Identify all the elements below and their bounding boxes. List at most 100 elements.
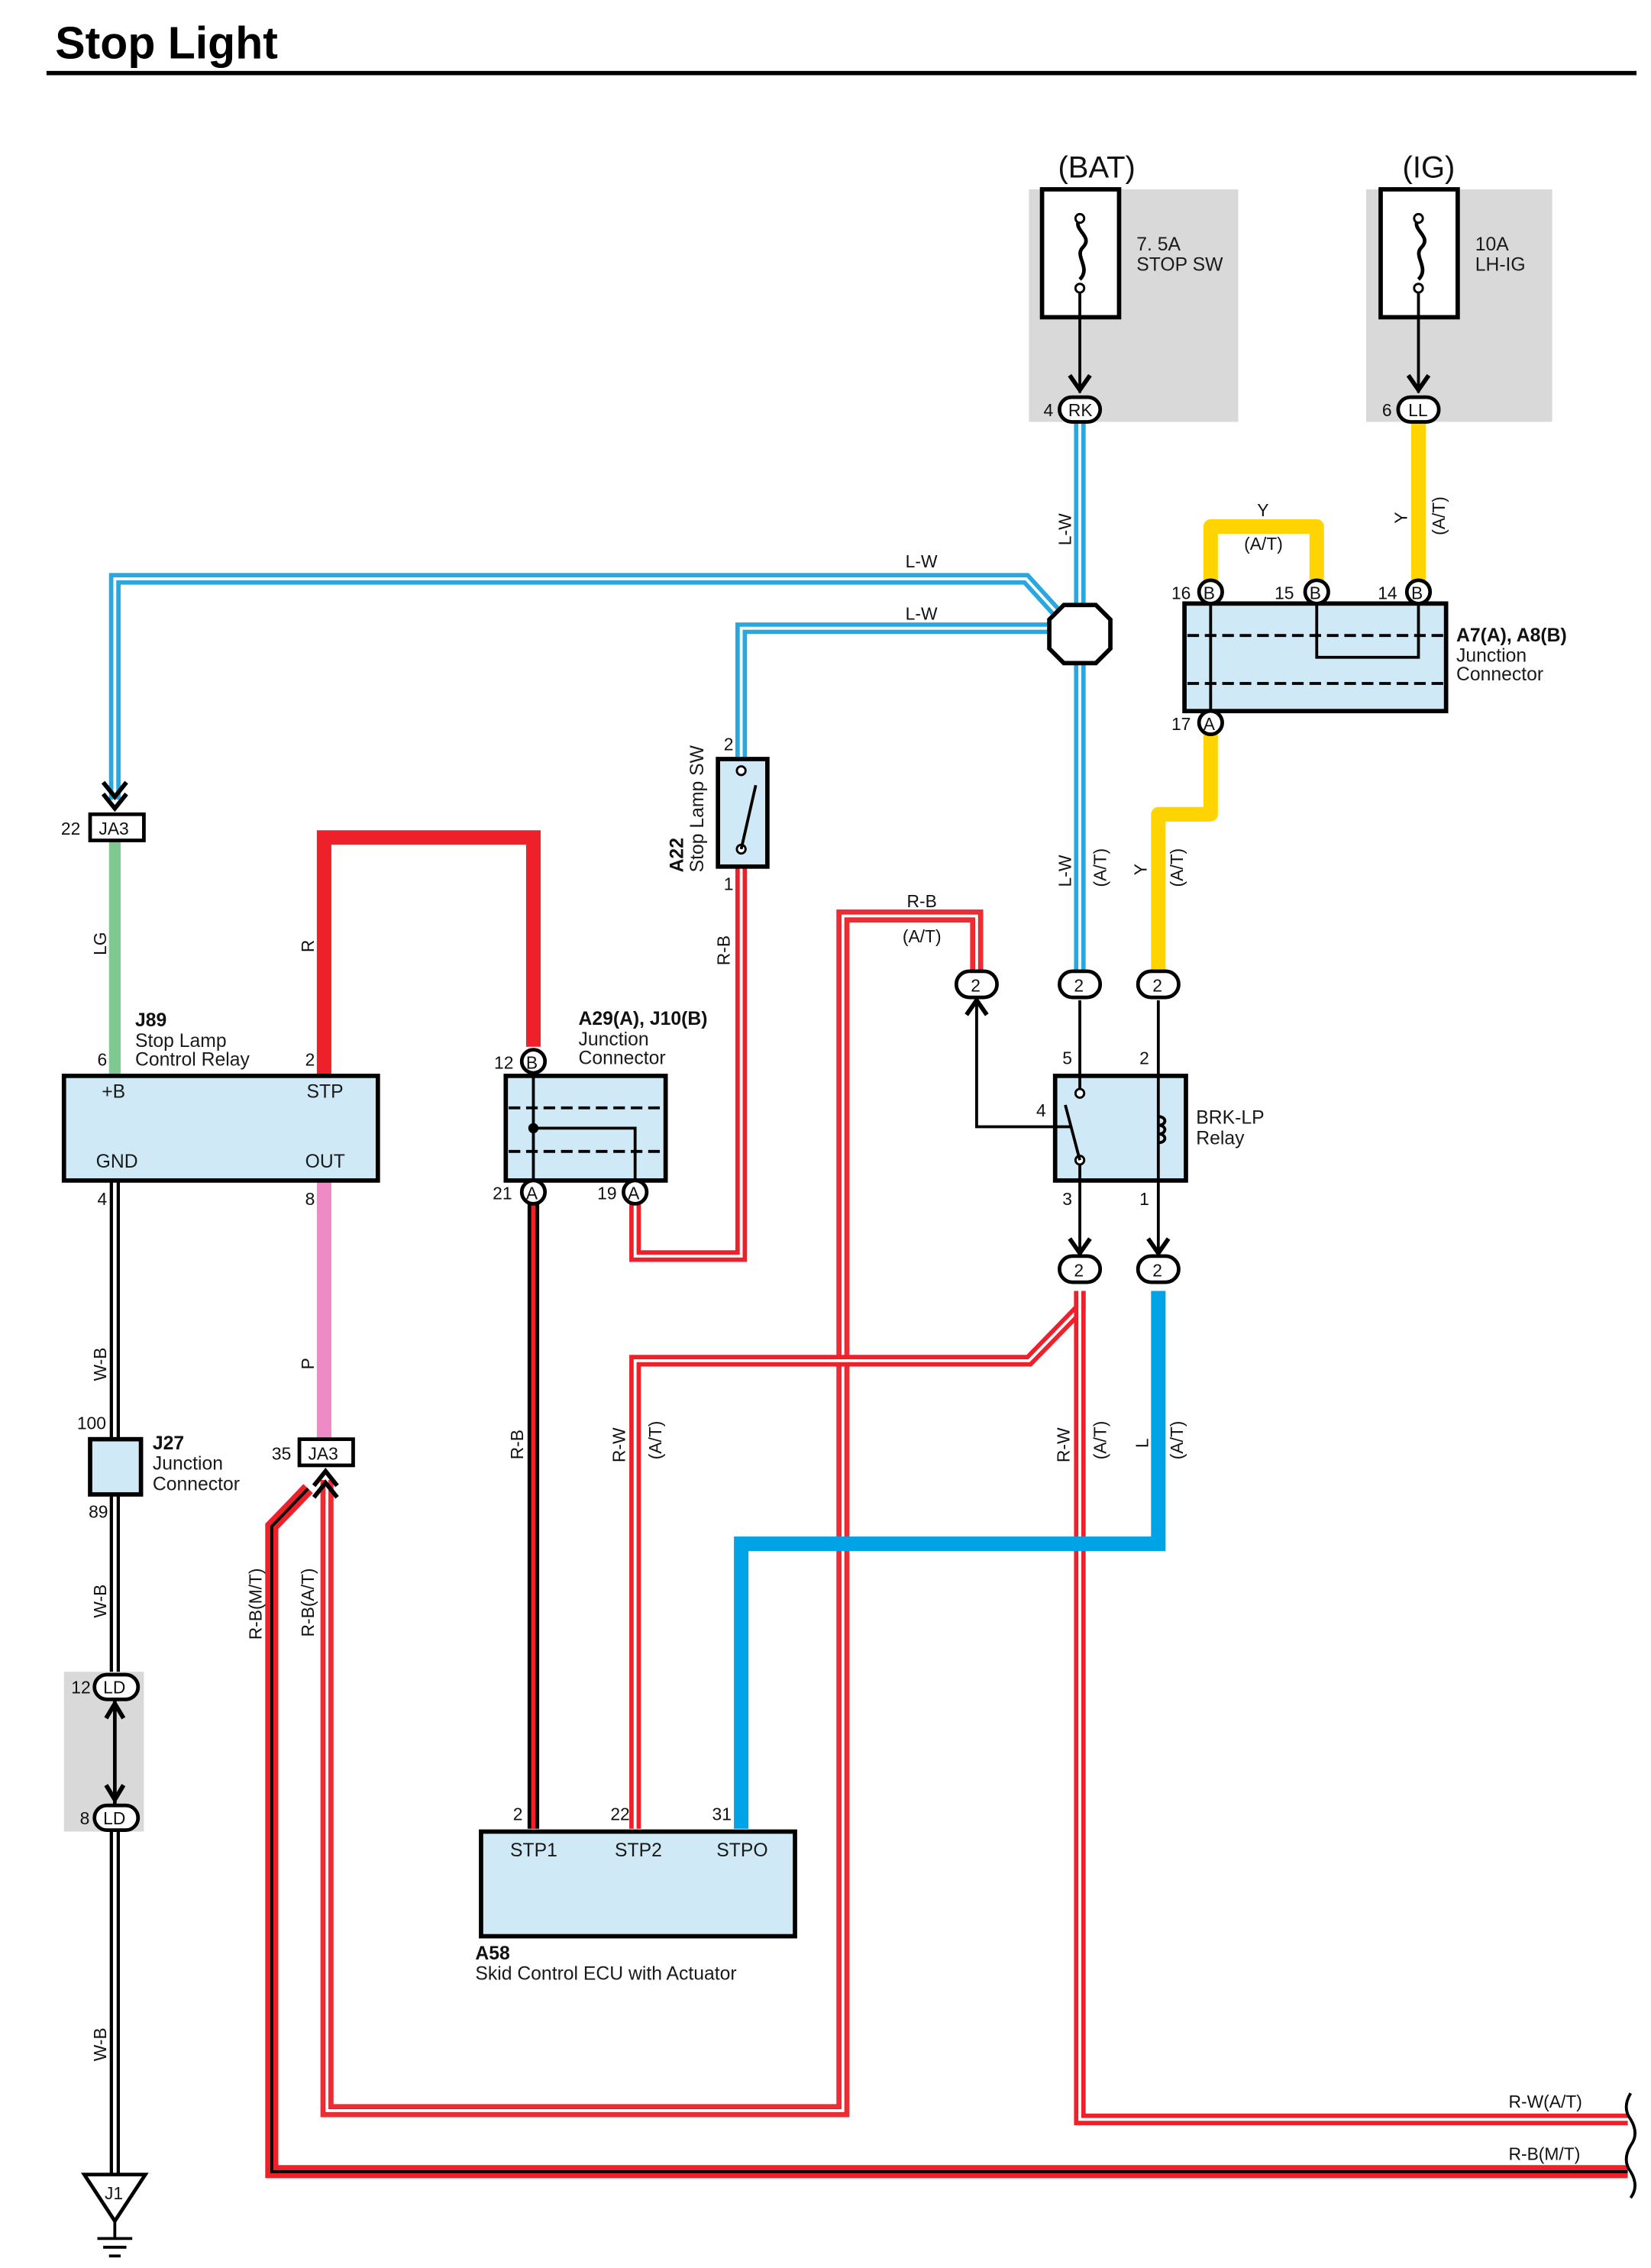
wire-break-mark [1624,2092,1636,2199]
a7-name2: Connector [1456,664,1543,685]
label-y-jumper: Y [1257,500,1268,520]
pin-a-19: A [622,1178,649,1206]
svg-text:31: 31 [712,1804,732,1824]
j27-name2: Connector [153,1474,240,1494]
relay-conn-y-top: 2 [1136,969,1181,1000]
label-l: L [1132,1438,1152,1448]
label-at-jumper: (A/T) [1244,534,1283,554]
fuse-stop-sw-rating: 7. 5A [1136,234,1181,255]
connector-ll-label: LL [1408,400,1427,420]
fuse-lh-ig-rating: 10A [1475,234,1510,255]
label-wb-3: W-B [90,2027,110,2061]
a22-stop-lamp-switch: A22 Stop Lamp SW [667,745,770,872]
label-wb-2: W-B [90,1585,110,1618]
connector-ld-12: LD [92,1672,141,1701]
svg-text:4: 4 [1036,1100,1046,1120]
a58-code: A58 [475,1943,509,1964]
a7-name: Junction [1456,645,1527,666]
svg-text:B: B [526,1052,538,1072]
svg-text:22: 22 [61,819,80,838]
j27-code: J27 [153,1433,184,1454]
a58-pin-stpo: STPO [716,1840,767,1861]
svg-text:JA3: JA3 [308,1443,338,1463]
wire-lw-to-stop-sw [735,622,1052,759]
label-rw-at-right: R-W(A/T) [1508,2092,1582,2111]
a58-name: Skid Control ECU with Actuator [475,1964,736,1985]
svg-text:6: 6 [1382,400,1392,420]
label-rb-mt-right: R-B(M/T) [1508,2144,1580,2164]
svg-text:A: A [526,1184,538,1203]
pin-a-17: A [1197,709,1224,737]
fuse-stop-sw-name: STOP SW [1136,255,1223,276]
pin-numbers: 4 6 16 15 14 17 2 1 22 6 2 4 8 12 21 19 … [61,400,1397,1828]
svg-text:2: 2 [305,1050,315,1070]
fuse-stop-sw: (BAT) 7. 5A STOP SW [1029,151,1239,422]
svg-text:4: 4 [1043,400,1053,420]
relay-conn-rw-bottom: 2 [1058,1254,1103,1284]
wire-rb-mt-out [265,1484,1628,2179]
label-r: R [298,940,318,953]
j89-pin-gnd: GND [96,1152,138,1172]
svg-text:2: 2 [1152,975,1162,995]
label-rb-top: R-B [907,891,937,911]
label-lw-vert-top: L-W [1055,513,1075,545]
svg-text:2: 2 [1074,975,1084,995]
svg-text:12: 12 [71,1678,90,1698]
svg-text:LD: LD [103,1808,125,1828]
label-wb-1: W-B [90,1348,110,1381]
ig-label: (IG) [1403,151,1456,185]
a29-name: Junction [578,1029,648,1050]
connector-ll: LL [1396,395,1441,424]
wire-y-jumper [1203,519,1324,582]
label-at-l: (A/T) [1167,1421,1187,1460]
j89-code: J89 [135,1010,166,1031]
j27-junction-connector: J27 Junction Connector [88,1433,240,1497]
wire-rw-a58 [629,1291,1086,1829]
wire-rb-at [320,909,984,2118]
svg-text:17: 17 [1171,714,1191,734]
label-rb-mt: R-B(M/T) [246,1568,266,1640]
wire-rb-stop-sw [629,866,748,1262]
fuse-lh-ig: (IG) 10A LH-IG [1365,151,1552,422]
j1-label: J1 [105,2183,123,2203]
label-at-y-relay: (A/T) [1167,848,1187,887]
j1-ground: J1 [80,2173,149,2258]
svg-text:16: 16 [1171,583,1191,603]
a58-pin-stp2: STP2 [615,1840,662,1861]
svg-text:B: B [1310,583,1321,603]
pin-b-12: B [519,1048,548,1075]
a29-junction-connector: A29(A), J10(B) Junction Connector [503,1009,708,1183]
page-title: Stop Light [55,18,278,69]
a58-pin-stp1: STP1 [510,1840,557,1861]
label-lg: LG [90,932,110,955]
label-at-rb-top: (A/T) [903,926,942,946]
relay-conn-l-bottom: 2 [1136,1254,1181,1284]
label-at-lw: (A/T) [1090,848,1110,887]
relay-conn-lw-top: 2 [1058,969,1103,1000]
svg-text:1: 1 [1139,1189,1149,1209]
svg-text:35: 35 [272,1443,291,1463]
svg-text:2: 2 [971,975,981,995]
label-at-ig: (A/T) [1429,496,1449,535]
svg-text:A: A [1204,714,1216,734]
fuse-lh-ig-name: LH-IG [1475,255,1526,276]
svg-text:12: 12 [494,1052,513,1072]
label-at-rw-a58: (A/T) [645,1421,665,1460]
svg-text:LD: LD [103,1678,125,1698]
svg-text:3: 3 [1062,1189,1072,1209]
wire-rw-at-out [1074,1291,1628,2125]
svg-text:JA3: JA3 [99,819,128,838]
pin-a-21: A [519,1178,548,1206]
svg-text:A: A [628,1184,640,1203]
label-p: P [298,1358,318,1369]
connector-ja3-22: JA3 [88,780,146,842]
brk-lp-relay: BRK-LP Relay [964,996,1265,1258]
label-rb-a58: R-B [507,1430,527,1459]
j89-name2: Control Relay [135,1050,250,1071]
connector-rk: RK [1058,395,1103,424]
a7-junction-connector: A7(A), A8(B) Junction Connector [1182,601,1567,714]
wire-lw-to-ja3 [108,573,1060,800]
label-rw-a58: R-W [609,1427,628,1462]
svg-text:19: 19 [597,1184,616,1203]
